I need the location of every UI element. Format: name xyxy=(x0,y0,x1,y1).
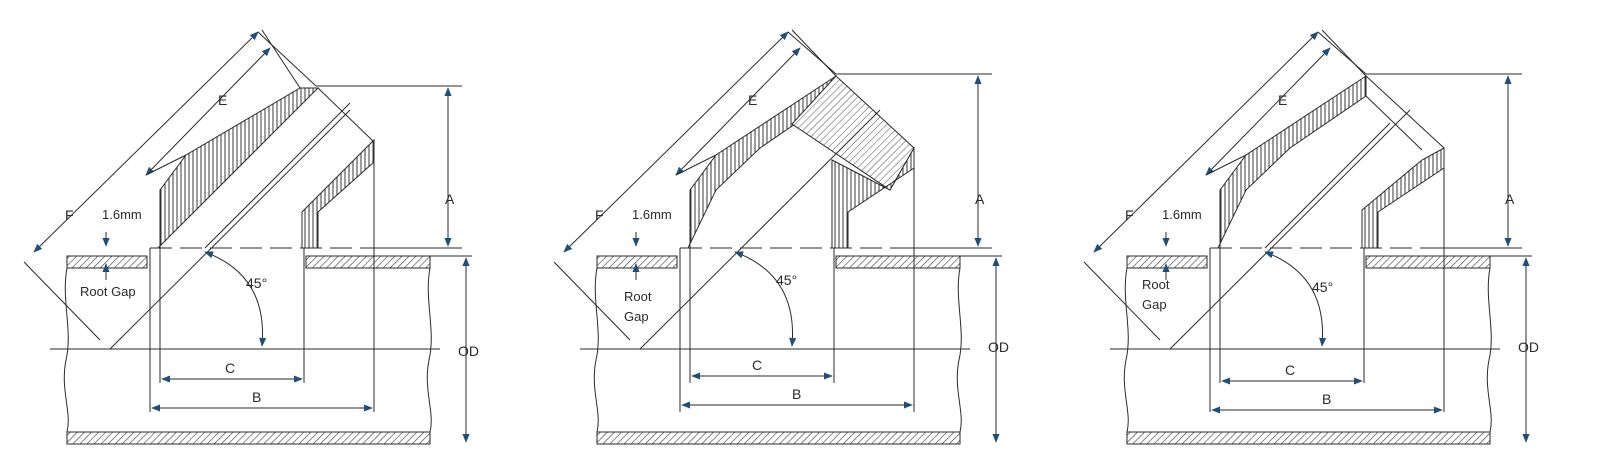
label-a: A xyxy=(1505,191,1515,207)
dimension-lines xyxy=(1093,29,1530,443)
branch-hatched-wall xyxy=(150,87,320,249)
label-b: B xyxy=(252,389,261,405)
label-e: E xyxy=(748,92,757,108)
label-root-gap-2: Gap xyxy=(624,309,649,324)
label-angle: 45° xyxy=(776,272,797,288)
label-root-gap: Root xyxy=(624,289,652,304)
dim-e-ext2 xyxy=(791,29,837,77)
dim-angle-arc xyxy=(204,251,267,347)
branch-body xyxy=(23,85,472,412)
pipe-bottom-wall xyxy=(66,431,431,445)
pipe-break-right xyxy=(956,267,962,433)
dim-e-ext2 xyxy=(1321,29,1367,77)
label-c: C xyxy=(225,360,235,376)
lateral-view-2: E F 1.6mm Root Gap 45° A OD C B xyxy=(553,29,1009,445)
label-angle: 45° xyxy=(246,275,267,291)
dim-f xyxy=(563,31,789,253)
label-c: C xyxy=(1285,362,1295,378)
branch-hatched-wall-right xyxy=(301,138,375,249)
label-f: F xyxy=(595,207,604,223)
label-od: OD xyxy=(458,343,479,359)
dim-f-ext xyxy=(257,31,317,87)
pipe-body xyxy=(1110,247,1500,445)
pipe-top-wall xyxy=(305,255,431,269)
pipe-bottom-wall xyxy=(596,431,961,445)
dim-angle-arc xyxy=(1264,251,1327,347)
label-b: B xyxy=(792,386,801,402)
dim-f-ext xyxy=(1317,31,1367,75)
pipe-top-wall xyxy=(1126,255,1208,269)
pipe-top-wall xyxy=(66,255,148,269)
branch-socket-line xyxy=(317,87,375,143)
pipe-break-right xyxy=(426,267,432,433)
dimension-lines xyxy=(33,29,470,443)
pipe-top-wall xyxy=(1365,255,1491,269)
dim-angle-arc xyxy=(734,251,797,347)
branch-socket-line xyxy=(1365,95,1423,151)
dim-f xyxy=(33,31,259,253)
label-a: A xyxy=(975,191,985,207)
pipe-body xyxy=(580,247,970,445)
label-e: E xyxy=(1278,92,1287,108)
label-gap: 1.6mm xyxy=(632,207,672,222)
dim-f xyxy=(1093,31,1319,253)
dimension-lines xyxy=(563,29,1000,443)
branch-hatched-wall-right xyxy=(831,146,915,249)
label-od: OD xyxy=(988,339,1009,355)
label-gap: 1.6mm xyxy=(102,207,142,222)
branch-hatched-wall xyxy=(1210,75,1367,249)
pipe-break-left xyxy=(1123,267,1129,433)
pipe-break-left xyxy=(593,267,599,433)
label-root-gap-2: Gap xyxy=(1142,297,1167,312)
branch-socket-line xyxy=(1365,75,1445,149)
branch-body xyxy=(1083,73,1532,412)
label-od: OD xyxy=(1518,339,1539,355)
pipe-break-right xyxy=(1486,267,1492,433)
branch-body xyxy=(553,73,1002,412)
label-root-gap: Root xyxy=(1142,277,1170,292)
pipe-top-wall xyxy=(596,255,678,269)
pipe-top-wall xyxy=(835,255,961,269)
bore-axis-ext xyxy=(553,261,631,341)
label-c: C xyxy=(752,357,762,373)
label-root-gap: Root Gap xyxy=(80,284,136,299)
dim-f-ext xyxy=(787,31,837,75)
label-angle: 45° xyxy=(1312,279,1333,295)
lateral-view-3: E F 1.6mm Root Gap 45° A OD C B xyxy=(1083,29,1539,445)
dim-e-ext2 xyxy=(261,29,301,89)
label-f: F xyxy=(1125,207,1134,223)
pipe-break-left xyxy=(63,267,69,433)
label-e: E xyxy=(218,92,227,108)
bore-axis-ext xyxy=(1083,261,1161,341)
bore-axis-ext xyxy=(23,261,101,341)
pipe-bottom-wall xyxy=(1126,431,1491,445)
label-a: A xyxy=(445,191,455,207)
pipe-body xyxy=(50,247,440,445)
label-f: F xyxy=(65,207,74,223)
label-gap: 1.6mm xyxy=(1162,207,1202,222)
lateral-view-1: E F 1.6mm Root Gap 45° A OD C B xyxy=(23,29,479,445)
label-b: B xyxy=(1322,391,1331,407)
branch-hatched-wall-right xyxy=(1361,147,1445,249)
